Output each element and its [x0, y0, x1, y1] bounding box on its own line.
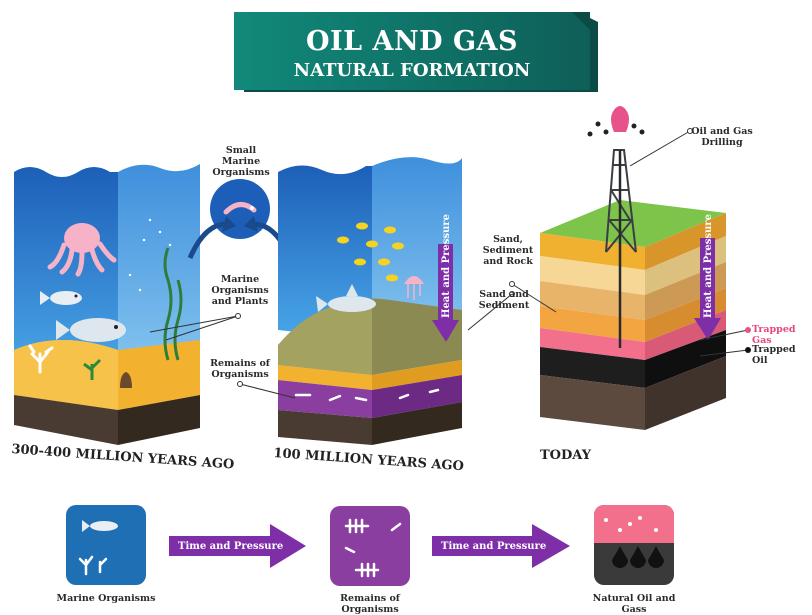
block-ancient-ocean: [14, 164, 200, 445]
title-line-1: OIL AND GAS: [306, 26, 518, 57]
process-step-3-label: Natural Oil and Gass: [592, 593, 676, 615]
label-trapped-gas: Trapped Gas: [752, 324, 796, 346]
heat-pressure-arrow-1: [432, 244, 459, 342]
drilling-rig-icon: [605, 149, 637, 348]
label-oil-gas-drilling: Oil and Gas Drilling: [691, 126, 753, 148]
process-step-remains: [330, 506, 410, 586]
process-step-1-label: Marine Organisms: [56, 593, 156, 604]
label-trapped-oil: Trapped Oil: [752, 344, 796, 366]
gas-burst-icon: [587, 106, 645, 137]
title-line-2: NATURAL FORMATION: [293, 60, 531, 81]
process-arrow-1-label: Time and Pressure: [178, 541, 284, 552]
title-banner: [234, 12, 598, 92]
process-step-marine-organisms: [66, 505, 146, 585]
small-organisms-badge: [187, 179, 293, 260]
process-step-oil-gas: [594, 505, 674, 585]
big-fish-icon: [56, 318, 126, 342]
era-label-today: TODAY: [540, 448, 591, 463]
label-sand-sediment-rock: Sand, Sediment and Rock: [482, 234, 534, 267]
block-today: [540, 106, 726, 430]
heat-pressure-label-2: Heat and Pressure: [703, 214, 714, 318]
bones-icon: [294, 388, 440, 402]
plankton-dots: [128, 218, 172, 292]
fish-icon: [40, 291, 82, 305]
jellyfish-icon: [404, 276, 424, 300]
process-step-2-label: Remains of Organisms: [340, 593, 400, 615]
label-remains-of-organisms: Remains of Organisms: [210, 358, 270, 380]
yellow-fish-group: [337, 222, 404, 282]
process-arrow-1: [169, 524, 306, 568]
process-arrow-2: [432, 524, 570, 568]
process-arrow-2-label: Time and Pressure: [441, 541, 547, 552]
label-sand-and-sediment: Sand and Sediment: [478, 289, 530, 311]
shark-icon: [316, 284, 376, 312]
label-marine-organisms-plants: Marine Organisms and Plants: [211, 274, 269, 307]
page-title: OIL AND GAS NATURAL FORMATION: [234, 12, 590, 90]
label-small-marine-organisms: Small Marine Organisms: [212, 145, 270, 178]
callout-lines: [149, 130, 749, 399]
octopus-icon: [47, 223, 117, 277]
heat-pressure-label-1: Heat and Pressure: [441, 214, 452, 318]
block-sediment-ocean: [278, 157, 462, 445]
